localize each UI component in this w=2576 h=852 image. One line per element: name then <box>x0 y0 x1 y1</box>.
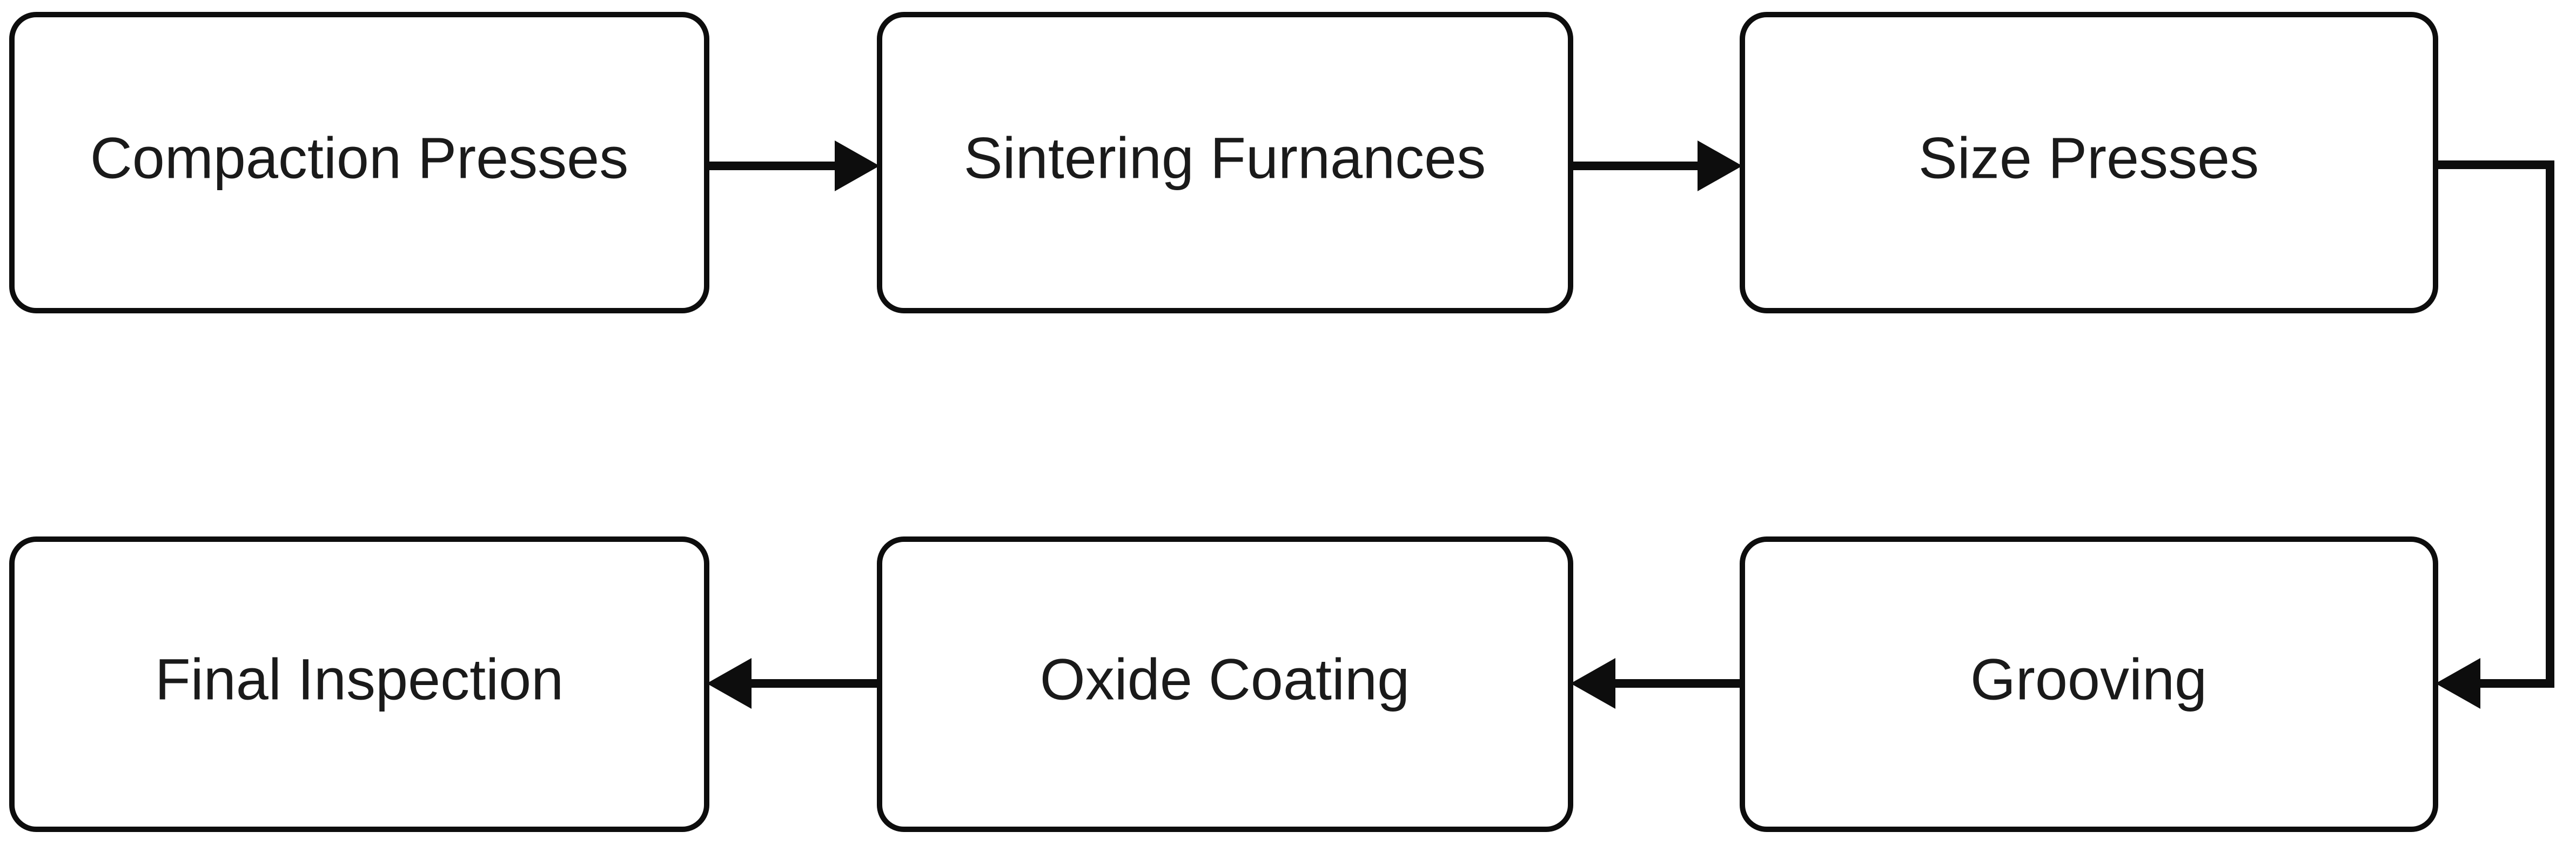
arrowhead-icon <box>835 140 880 191</box>
node-label: Size Presses <box>1918 125 2259 191</box>
node-compaction-presses[interactable]: Compaction Presses <box>9 12 709 313</box>
node-label: Oxide Coating <box>1040 647 1410 712</box>
arrowhead-icon <box>707 658 752 709</box>
node-sintering-furnances[interactable]: Sintering Furnances <box>877 12 1573 313</box>
edge-oxide-to-final[interactable] <box>707 658 880 709</box>
edge-compaction-to-sintering[interactable] <box>707 140 880 191</box>
edge-grooving-to-oxide[interactable] <box>1571 658 1742 709</box>
node-label: Compaction Presses <box>90 125 628 191</box>
node-label: Final Inspection <box>155 647 564 712</box>
edge-line <box>2436 160 2554 688</box>
node-label: Grooving <box>1970 647 2207 712</box>
edge-size-to-grooving[interactable] <box>2436 160 2554 709</box>
node-final-inspection[interactable]: Final Inspection <box>9 536 709 832</box>
node-box <box>877 536 1573 832</box>
node-box <box>1740 536 2438 832</box>
node-size-presses[interactable]: Size Presses <box>1740 12 2438 313</box>
node-box <box>9 536 709 832</box>
node-box <box>877 12 1573 313</box>
arrowhead-icon <box>1571 658 1615 709</box>
edge-sintering-to-size[interactable] <box>1571 140 1742 191</box>
edge-group <box>707 140 2554 709</box>
node-group: Compaction Presses Sintering Furnances S… <box>9 12 2438 832</box>
node-box <box>1740 12 2438 313</box>
arrowhead-icon <box>1698 140 1742 191</box>
node-label: Sintering Furnances <box>964 125 1486 191</box>
node-box <box>9 12 709 313</box>
node-grooving[interactable]: Grooving <box>1740 536 2438 832</box>
node-oxide-coating[interactable]: Oxide Coating <box>877 536 1573 832</box>
arrowhead-icon <box>2436 658 2480 709</box>
